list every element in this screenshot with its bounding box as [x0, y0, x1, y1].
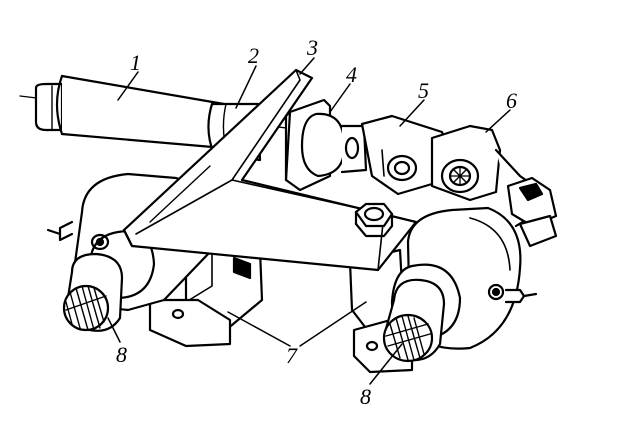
part-8-left-knurled-end — [62, 252, 124, 332]
part-8-right-knurled-end — [382, 278, 446, 363]
bracket-bolt — [354, 202, 394, 238]
part-1-shaft — [34, 74, 226, 150]
label-part-8-left: 8 — [116, 342, 127, 367]
part-7-left-block — [148, 226, 264, 348]
label-part-1: 1 — [130, 50, 141, 75]
leader-lines — [107, 57, 511, 385]
label-part-4: 4 — [346, 62, 357, 87]
label-part-8-right: 8 — [360, 384, 371, 409]
part-4-coupling — [284, 98, 368, 192]
label-part-5: 5 — [418, 78, 429, 103]
label-part-7: 7 — [286, 343, 297, 368]
right-end-cap — [506, 176, 558, 248]
part-5-link — [360, 114, 450, 196]
label-part-3: 3 — [307, 35, 318, 60]
label-part-2: 2 — [248, 43, 259, 68]
part-3-bracket — [122, 68, 418, 272]
label-part-6: 6 — [506, 88, 517, 113]
